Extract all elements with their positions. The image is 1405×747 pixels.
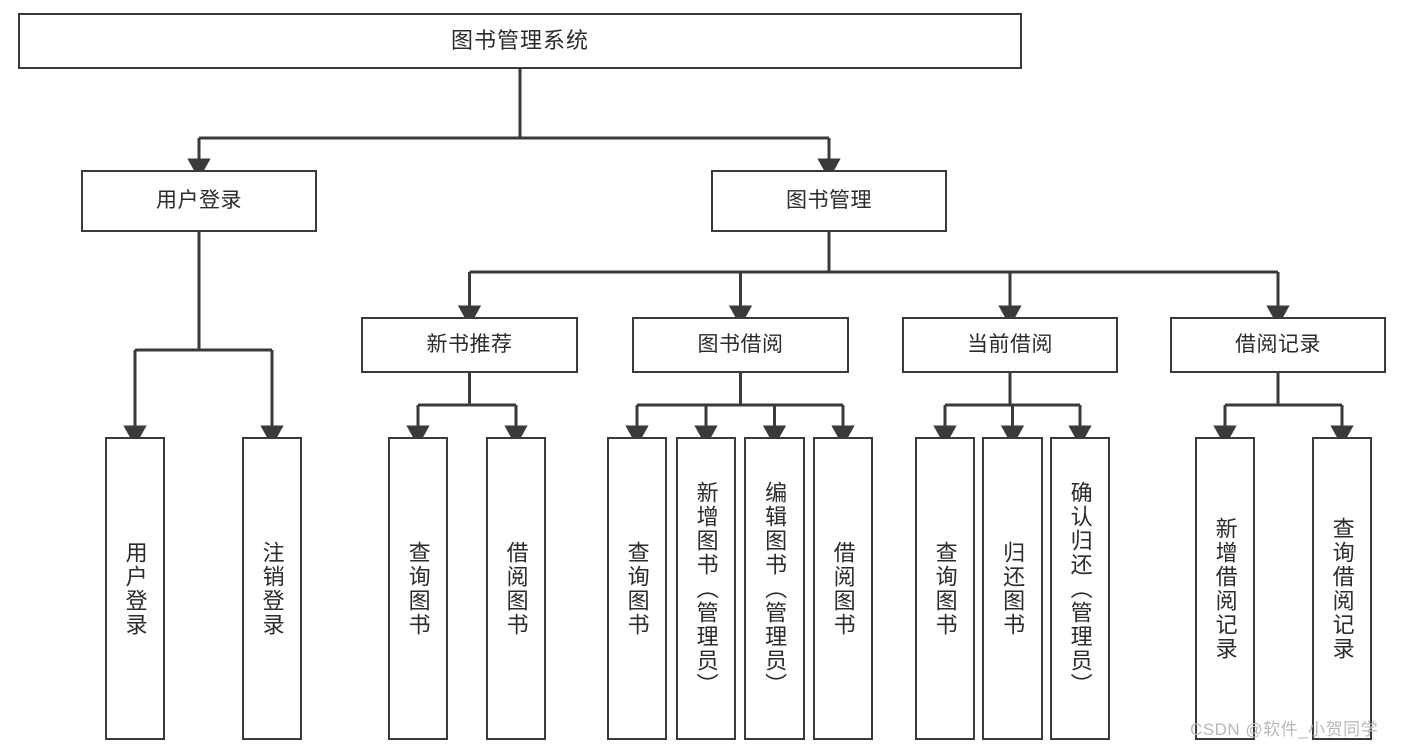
node-label: 新书推荐: [426, 332, 513, 356]
node-leaf-10[interactable]: 确认归还（管理员）: [1050, 437, 1110, 740]
node-leaf-4[interactable]: 查询图书: [607, 437, 667, 740]
node-label: 借阅图书: [503, 540, 529, 637]
node-label: 确认归还（管理员）: [1067, 480, 1093, 697]
node-root-0[interactable]: 图书管理系统: [18, 13, 1022, 69]
node-leaf-5[interactable]: 新增图书（管理员）: [676, 437, 736, 740]
node-leaf-3[interactable]: 借阅图书: [486, 437, 546, 740]
node-label: 图书管理系统: [450, 28, 589, 54]
node-label: 借阅图书: [830, 540, 856, 637]
node-leaf-2[interactable]: 查询图书: [388, 437, 448, 740]
node-leaf-12[interactable]: 查询借阅记录: [1312, 437, 1372, 740]
node-label: 借阅记录: [1235, 332, 1321, 356]
node-leaf-9[interactable]: 归还图书: [982, 437, 1043, 740]
node-label: 查询借阅记录: [1329, 516, 1355, 661]
node-label: 注销登录: [259, 540, 285, 637]
node-leaf-11[interactable]: 新增借阅记录: [1195, 437, 1255, 740]
node-l2-1[interactable]: 图书管理: [711, 170, 947, 232]
node-l3-0[interactable]: 新书推荐: [361, 317, 578, 373]
node-label: 查询图书: [624, 540, 650, 637]
node-label: 当前借阅: [967, 332, 1053, 356]
node-l3-3[interactable]: 借阅记录: [1170, 317, 1386, 373]
node-label: 图书借阅: [697, 332, 784, 356]
node-leaf-1[interactable]: 注销登录: [242, 437, 302, 740]
node-label: 查询图书: [405, 540, 431, 637]
node-label: 新增借阅记录: [1212, 516, 1238, 661]
node-label: 图书管理: [786, 188, 872, 212]
node-leaf-0[interactable]: 用户登录: [105, 437, 165, 740]
node-label: 用户登录: [122, 540, 148, 637]
node-leaf-7[interactable]: 借阅图书: [813, 437, 873, 740]
csdn-watermark: CSDN @软件_小贺同学: [1190, 720, 1379, 739]
node-leaf-6[interactable]: 编辑图书（管理员）: [744, 437, 805, 740]
node-label: 查询图书: [932, 540, 958, 637]
node-label: 归还图书: [1000, 540, 1026, 637]
node-label: 新增图书（管理员）: [693, 480, 719, 697]
node-l3-2[interactable]: 当前借阅: [902, 317, 1118, 373]
node-leaf-8[interactable]: 查询图书: [915, 437, 975, 740]
node-label: 用户登录: [156, 188, 242, 212]
node-l2-0[interactable]: 用户登录: [81, 170, 317, 232]
node-l3-1[interactable]: 图书借阅: [632, 317, 849, 373]
node-label: 编辑图书（管理员）: [762, 480, 788, 697]
